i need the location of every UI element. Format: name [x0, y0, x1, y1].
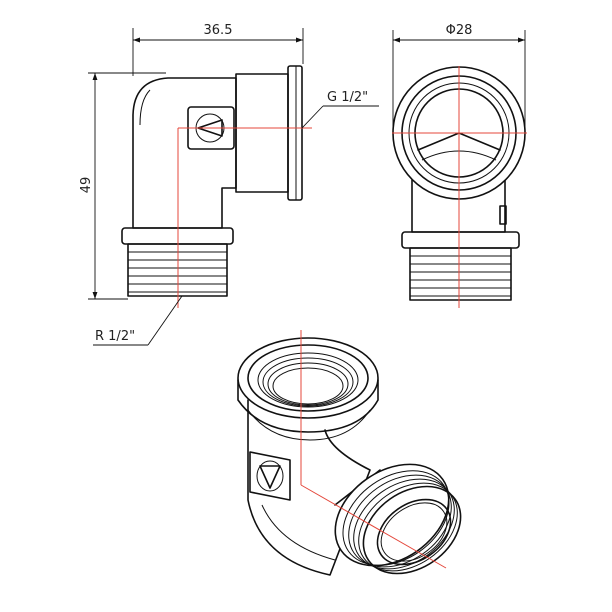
- male-thread-label: R 1/2": [95, 329, 135, 344]
- dimension-width-label: 36.5: [204, 23, 233, 38]
- dimension-height: 49: [79, 72, 166, 300]
- front-thread: [409, 247, 512, 301]
- elbow-inner-bend: [139, 89, 151, 126]
- female-thread-callout: G 1/2": [301, 90, 379, 129]
- elbow-body-outline: [132, 77, 237, 229]
- iso-flow-badge: [249, 451, 291, 501]
- male-thread: [127, 243, 228, 297]
- isometric-view: [237, 330, 462, 576]
- iso-male-thread: [334, 463, 462, 575]
- front-view: [392, 66, 527, 308]
- dimension-height-label: 49: [79, 177, 94, 194]
- iso-body: [247, 399, 371, 576]
- female-nut: [235, 73, 289, 193]
- male-thread-callout: R 1/2": [93, 295, 183, 346]
- side-view: [121, 65, 312, 308]
- female-nut-flange: [287, 65, 303, 201]
- dimension-diameter-label: Φ28: [446, 23, 473, 38]
- front-collar: [401, 231, 520, 249]
- iso-top-flange: [237, 337, 379, 419]
- dimension-diameter: Φ28: [392, 23, 526, 130]
- dimension-width: 36.5: [132, 23, 304, 76]
- iso-centerline-diag: [300, 484, 447, 569]
- iso-flow-arrow-icon: [259, 465, 281, 489]
- iso-male-bore: [376, 498, 452, 566]
- front-thread-lines: [410, 255, 511, 297]
- female-thread-label: G 1/2": [327, 90, 368, 105]
